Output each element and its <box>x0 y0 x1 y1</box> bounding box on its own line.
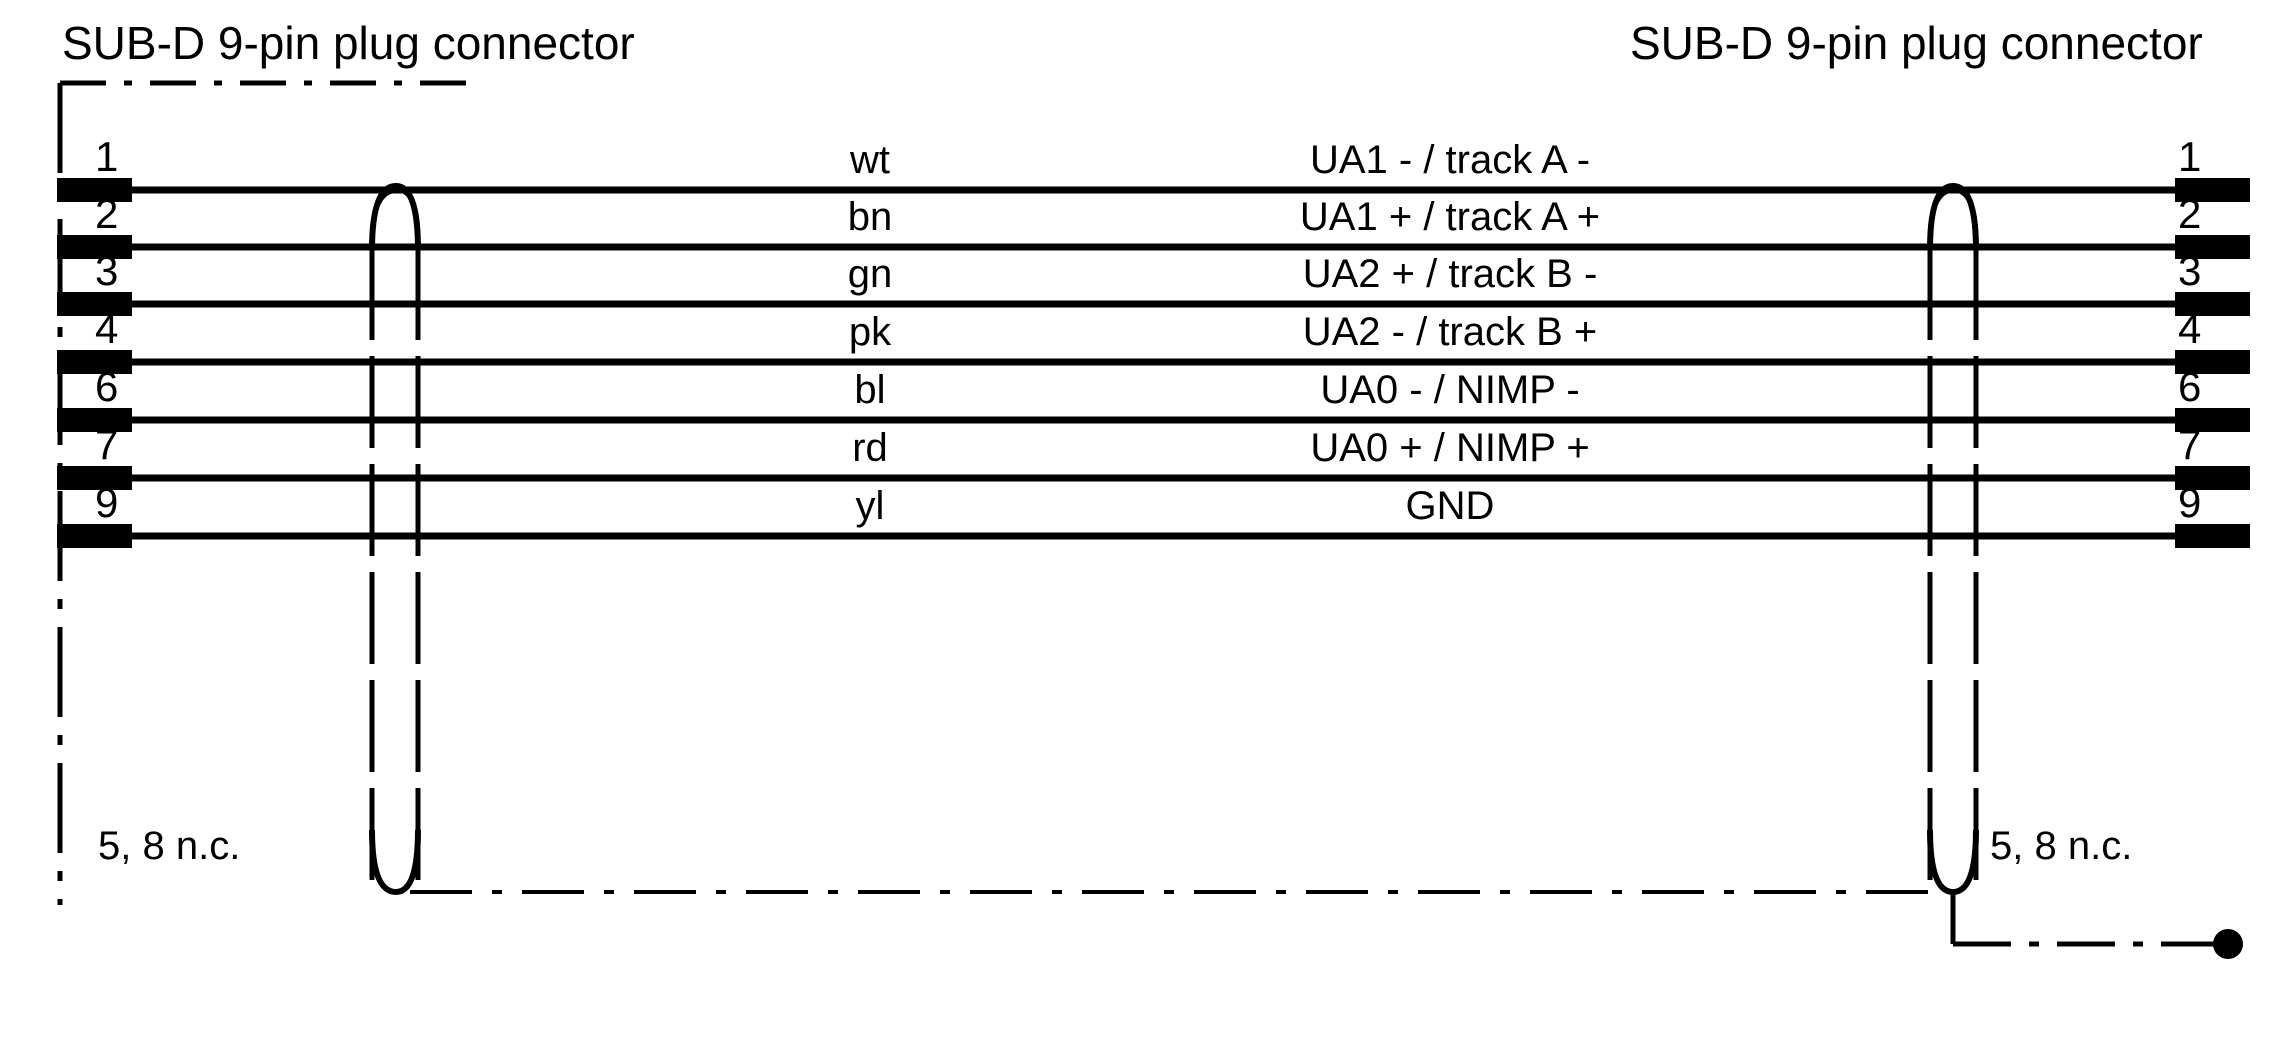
left-pin-contact-9 <box>57 524 132 548</box>
right-pin-number-9: 9 <box>2178 479 2202 526</box>
right-not-connected-note: 5, 8 n.c. <box>1990 824 2133 868</box>
shield-earth-connection <box>1950 890 2243 959</box>
wire-color-row-2: bn <box>847 195 893 239</box>
conductor-lines <box>60 186 2250 540</box>
right-pin-contact-3 <box>2175 292 2250 316</box>
signal-name-row-1: UA1 - / track A - <box>1309 138 1591 182</box>
wire-color-row-4: pk <box>848 310 892 354</box>
right-pin-contacts <box>2175 178 2250 548</box>
right-pin-contact-2 <box>2175 235 2250 259</box>
wire-color-row-5: bl <box>854 368 886 412</box>
right-shield-top-arc <box>1927 182 1979 251</box>
left-connector-boundary <box>57 80 480 905</box>
left-pin-number-4: 4 <box>95 305 119 352</box>
left-pin-number-7: 7 <box>95 421 119 468</box>
left-pin-contact-1 <box>57 178 132 202</box>
signal-name-row-7: GND <box>1405 484 1495 528</box>
left-pin-contact-4 <box>57 350 132 374</box>
right-pin-number-3: 3 <box>2178 247 2202 294</box>
signal-name-row-6: UA0 + / NIMP + <box>1310 426 1590 470</box>
left-pin-number-6: 6 <box>95 363 119 410</box>
right-connector-title: SUB-D 9-pin plug connector <box>1630 17 2203 69</box>
wire-color-row-6: rd <box>852 426 888 470</box>
left-pin-number-2: 2 <box>95 190 119 237</box>
right-shield-bottom-arc <box>1927 829 1979 896</box>
wire-color-row-7: yl <box>855 484 885 528</box>
left-shield-bottom-arc <box>369 829 421 896</box>
right-pin-number-2: 2 <box>2178 190 2202 237</box>
left-pin-contact-2 <box>57 235 132 259</box>
right-pin-contact-4 <box>2175 350 2250 374</box>
left-pin-number-3: 3 <box>95 247 119 294</box>
right-pin-number-7: 7 <box>2178 421 2202 468</box>
left-pin-contact-6 <box>57 408 132 432</box>
wire-color-row-1: wt <box>850 138 890 182</box>
signal-name-row-5: UA0 - / NIMP - <box>1320 368 1580 412</box>
wire-color-row-3: gn <box>847 252 893 296</box>
right-pin-contact-7 <box>2175 466 2250 490</box>
signal-name-row-2: UA1 + / track A + <box>1299 195 1601 239</box>
signal-name-row-4: UA2 - / track B + <box>1302 310 1598 354</box>
left-pin-number-1: 1 <box>95 133 119 180</box>
left-pin-contact-7 <box>57 466 132 490</box>
right-pin-number-1: 1 <box>2178 133 2202 180</box>
left-pin-number-9: 9 <box>95 479 119 526</box>
left-pin-contacts <box>57 178 132 548</box>
shield-earth-terminal-dot <box>2213 929 2243 959</box>
right-pin-contact-1 <box>2175 178 2250 202</box>
right-pin-number-4: 4 <box>2178 305 2202 352</box>
left-connector-title: SUB-D 9-pin plug connector <box>62 17 635 69</box>
left-shield-top-arc <box>369 182 421 251</box>
signal-name-row-3: UA2 + / track B - <box>1302 252 1598 296</box>
right-pin-contact-6 <box>2175 408 2250 432</box>
right-pin-number-6: 6 <box>2178 363 2202 410</box>
right-pin-contact-9 <box>2175 524 2250 548</box>
left-pin-contact-3 <box>57 292 132 316</box>
left-not-connected-note: 5, 8 n.c. <box>98 824 241 868</box>
